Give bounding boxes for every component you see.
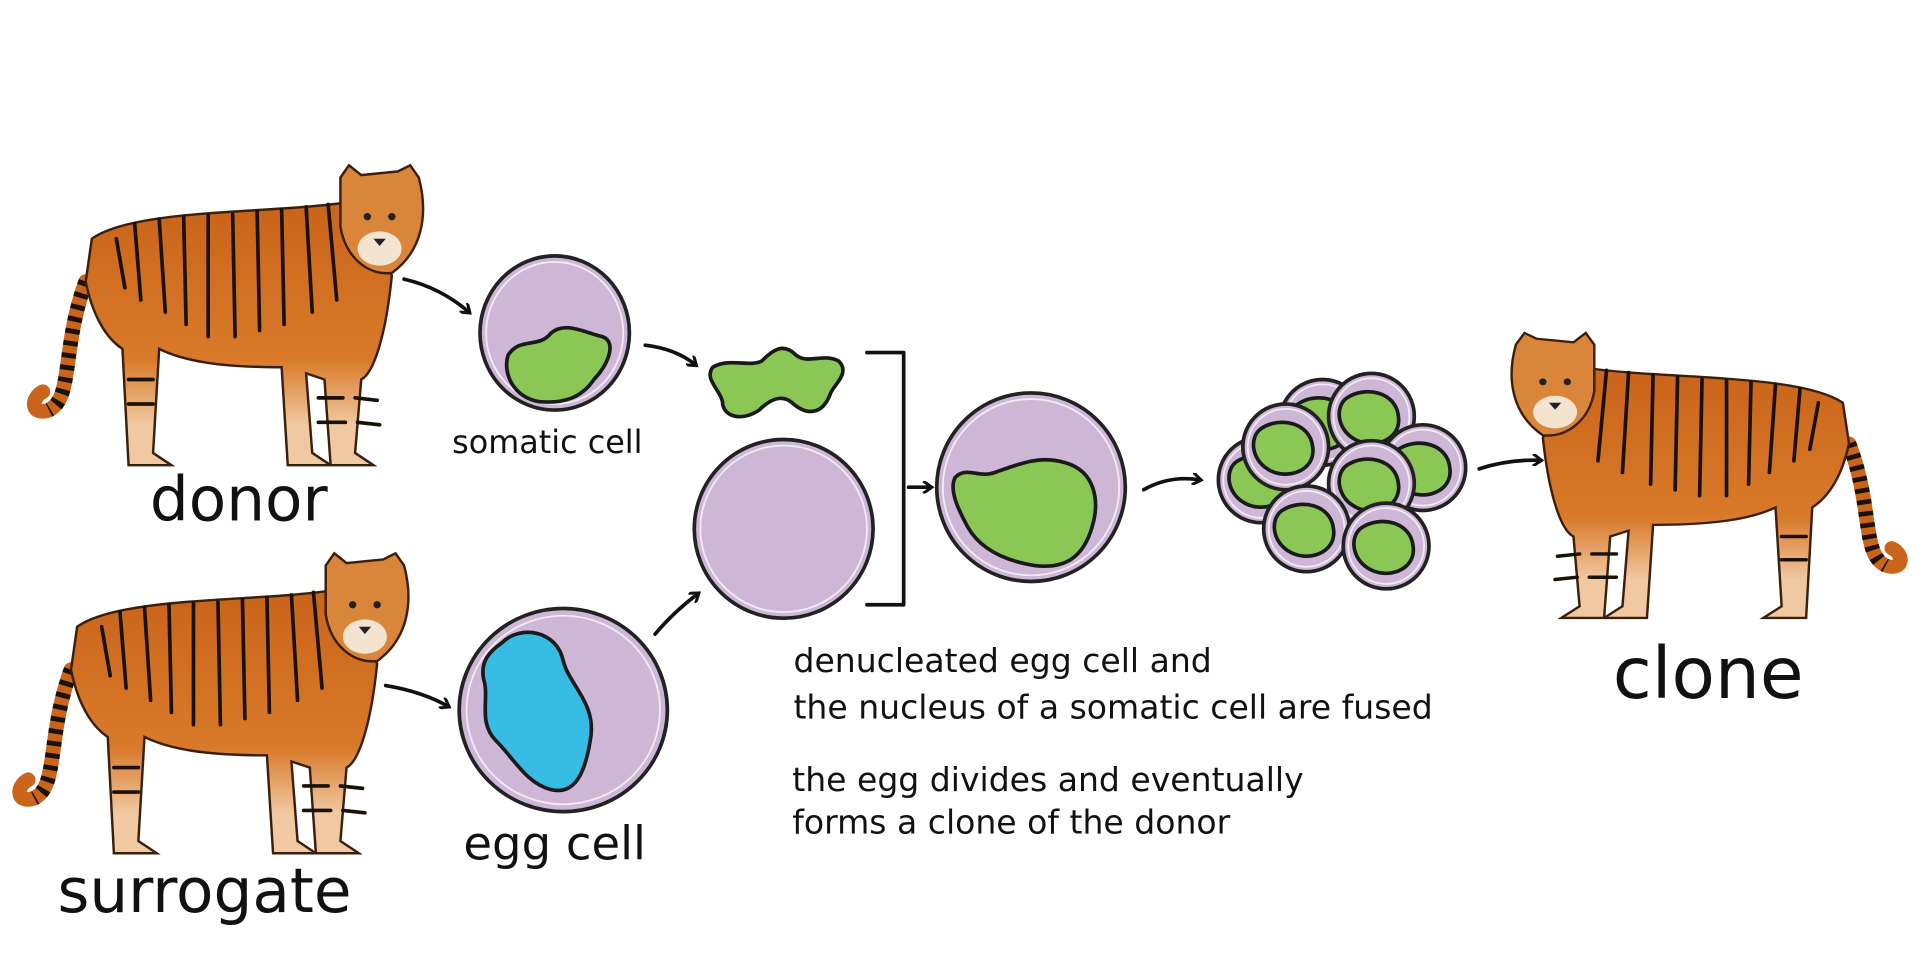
dividing-embryo-cluster (1216, 371, 1468, 591)
surrogate-label: surrogate (57, 856, 351, 927)
fusion-bracket (865, 350, 906, 607)
fusion-description-line-1: denucleated egg cell and (793, 641, 1211, 680)
arrow-to-clone (1477, 460, 1540, 471)
fusion-description-line-2: the nucleus of a somatic cell are fused (793, 688, 1432, 727)
somatic-cell (478, 254, 632, 412)
arrow-donor-to-somatic (402, 277, 469, 312)
arrow-surrogate-to-egg (383, 683, 448, 707)
arrow-egg-denucleated (653, 594, 698, 636)
somatic-cell-label: somatic cell (452, 423, 642, 461)
clone-label: clone (1613, 632, 1804, 715)
fused-cell (934, 391, 1128, 584)
donor-label: donor (150, 464, 329, 535)
egg-cell-label: egg cell (463, 816, 646, 870)
surrogate-tiger-image (20, 553, 409, 853)
clone-tiger-image (1512, 333, 1901, 618)
division-description-line-2: forms a clone of the donor (792, 803, 1230, 842)
arrow-to-embryo (1141, 479, 1200, 492)
egg-cell (457, 606, 670, 814)
arrow-nucleus-extracted (643, 343, 695, 365)
donor-tiger-image (34, 165, 423, 465)
denucleated-egg-cell (692, 437, 875, 621)
division-description-line-1: the egg divides and eventually (792, 760, 1303, 799)
extracted-nucleus (708, 346, 845, 419)
